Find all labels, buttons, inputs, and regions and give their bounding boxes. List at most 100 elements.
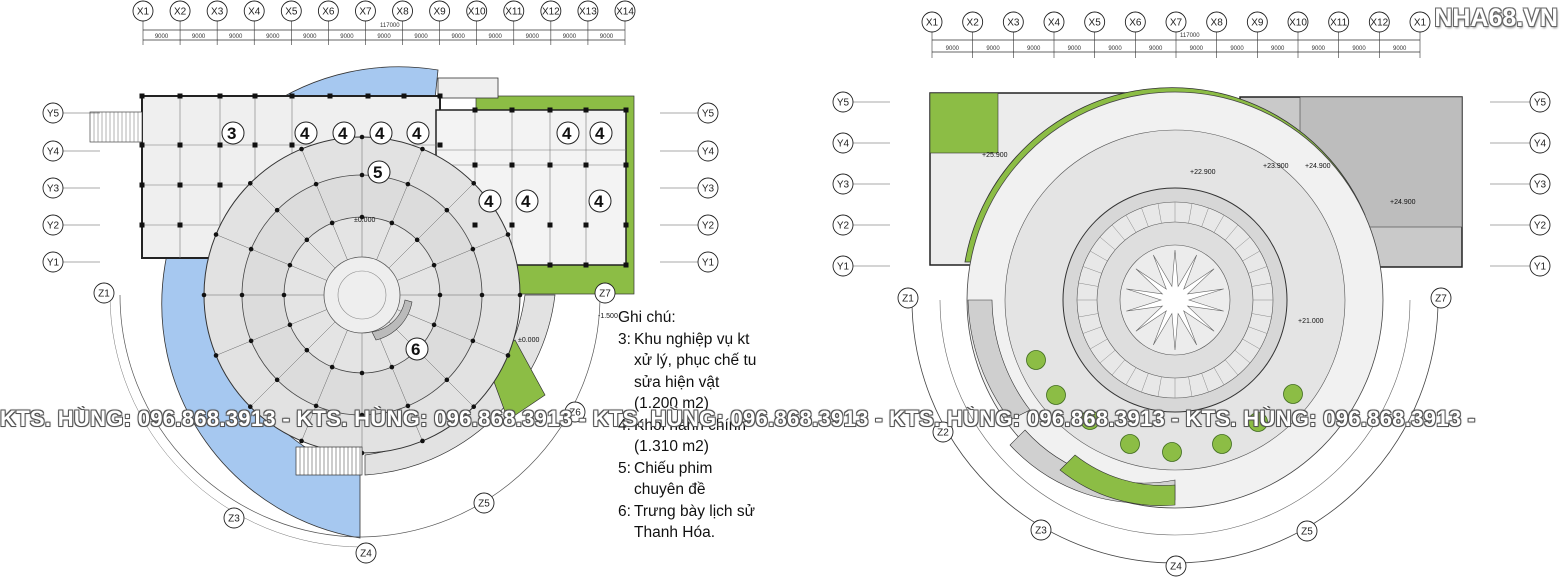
axis-label: Y4: [47, 147, 60, 158]
bay-dim: 9000: [303, 34, 317, 40]
axis-label: X3: [211, 7, 224, 18]
axis-label: Z6: [569, 408, 581, 419]
x-axis-marker: X8: [392, 0, 413, 22]
note-num: 4:: [618, 416, 631, 434]
left-room-labels: 3 4 4 4 4 4 4 5 4 4 4 6: [221, 121, 613, 361]
bay-dim: 9000: [451, 34, 465, 40]
axis-label: X7: [359, 7, 372, 18]
right-left-stairs: [967, 299, 1031, 421]
axis-label: Z3: [228, 514, 240, 525]
bay-dim: 9000: [1068, 46, 1082, 52]
x-axis-marker: X12: [1368, 11, 1390, 33]
bay-dim: 9000: [600, 34, 614, 40]
note-num: 5:: [618, 459, 631, 477]
site-logo: NHA68.VN: [1434, 4, 1558, 32]
axis-label: Y5: [1534, 98, 1547, 109]
bay-dim: 9000: [986, 46, 1000, 52]
axis-label: Y3: [47, 184, 60, 195]
x-axis-marker: X3: [1002, 11, 1024, 33]
z-axis-marker: Z7: [594, 282, 616, 304]
notes-title: Ghi chú:: [618, 309, 676, 326]
right-top-dimension: [931, 32, 1421, 58]
right-elev-b: +22.900: [1190, 169, 1216, 176]
axis-label: Z1: [902, 294, 914, 305]
axis-label: Z5: [478, 499, 490, 510]
z-axis-marker: Z1: [93, 282, 115, 304]
bay-dim: 9000: [1352, 46, 1366, 52]
note-num: 3:: [618, 330, 631, 348]
bay-dim: 9000: [340, 34, 354, 40]
x-axis-marker: X8: [1206, 11, 1228, 33]
axis-label: X4: [248, 7, 261, 18]
axis-label: X6: [1129, 18, 1142, 29]
axis-label: X1: [137, 7, 150, 18]
axis-label: Y4: [702, 147, 715, 158]
axis-label: X13: [579, 7, 597, 18]
z-axis-marker: Z1: [897, 287, 919, 309]
note-item-6: 6: Trưng bày lịch sử Thanh Hóa.: [618, 501, 763, 544]
axis-label: X6: [322, 7, 335, 18]
z-axis-marker: Z2: [932, 421, 954, 443]
left-drum-center: [323, 256, 401, 334]
y-axis-marker: Y1: [697, 251, 719, 273]
y-axis-marker: Y1: [42, 251, 64, 273]
right-total-dim: 117000: [1180, 33, 1200, 39]
tree: [1080, 410, 1100, 430]
axis-label: Z4: [1170, 562, 1182, 573]
y-axis-marker: Y4: [697, 140, 719, 162]
left-drum-inner: [337, 270, 387, 320]
x-axis-marker: X11: [503, 0, 525, 22]
axis-label: Z5: [1301, 527, 1313, 538]
axis-label: X5: [285, 7, 298, 18]
x-axis-marker: X4: [243, 0, 265, 22]
axis-label: Y3: [837, 180, 850, 191]
bay-dim: 9000: [155, 34, 169, 40]
room-5-label: 5: [373, 163, 382, 182]
axis-label: Y3: [702, 184, 715, 195]
x-axis-marker: X2: [962, 11, 984, 33]
room-4-label-b: 4: [338, 124, 348, 143]
y-axis-marker: Y2: [42, 214, 64, 236]
y-axis-marker: Y3: [1529, 173, 1551, 195]
axis-label: X9: [433, 7, 446, 18]
y-axis-marker: Y1: [1529, 255, 1551, 277]
left-outer-arc-3: [109, 294, 363, 548]
y-axis-marker: Y5: [832, 91, 854, 113]
axis-label: Z3: [1035, 526, 1047, 537]
room-4-label-i: 4: [594, 192, 604, 211]
axis-label: X11: [1330, 18, 1347, 29]
axis-label: Y3: [1534, 180, 1547, 191]
bay-dim: 9000: [1149, 46, 1163, 52]
note-text: Khối hành chính (1.310 m2): [634, 416, 747, 456]
axis-label: Y2: [702, 221, 715, 232]
right-elev-a: +25.900: [982, 152, 1008, 159]
room-4-label-h: 4: [521, 192, 531, 211]
room-4-label-f: 4: [595, 124, 605, 143]
note-num: 6:: [618, 502, 631, 520]
z-axis-marker: Z6: [564, 401, 586, 423]
bay-dim: 9000: [1027, 46, 1041, 52]
y-axis-marker: Y3: [832, 173, 854, 195]
watermark-text: KTS. HÙNG: 096.868.3913 - KTS. HÙNG: 096…: [0, 406, 1476, 431]
axis-label: Y2: [47, 221, 60, 232]
left-entry-stairs: [89, 111, 143, 143]
room-6-label: 6: [411, 340, 420, 359]
left-elev-c: ±0.000: [518, 337, 539, 344]
axis-label: X12: [542, 7, 560, 18]
right-outer-arc-2: [939, 299, 1411, 536]
axis-label: Y5: [837, 98, 850, 109]
left-top-dimension: [142, 21, 626, 45]
bay-dim: 9000: [1393, 46, 1407, 52]
y-axis-marker: Y2: [697, 214, 719, 236]
z-axis-marker: Z7: [1430, 287, 1452, 309]
axis-label: X2: [174, 7, 187, 18]
axis-label: X1: [1414, 18, 1427, 29]
tree: [1046, 385, 1066, 405]
axis-label: X2: [967, 18, 980, 29]
x-axis-marker: X13: [577, 0, 599, 22]
axis-label: X10: [1289, 18, 1307, 29]
right-drum-star: [1077, 202, 1273, 398]
note-item-4: 4: Khối hành chính (1.310 m2): [618, 415, 763, 458]
